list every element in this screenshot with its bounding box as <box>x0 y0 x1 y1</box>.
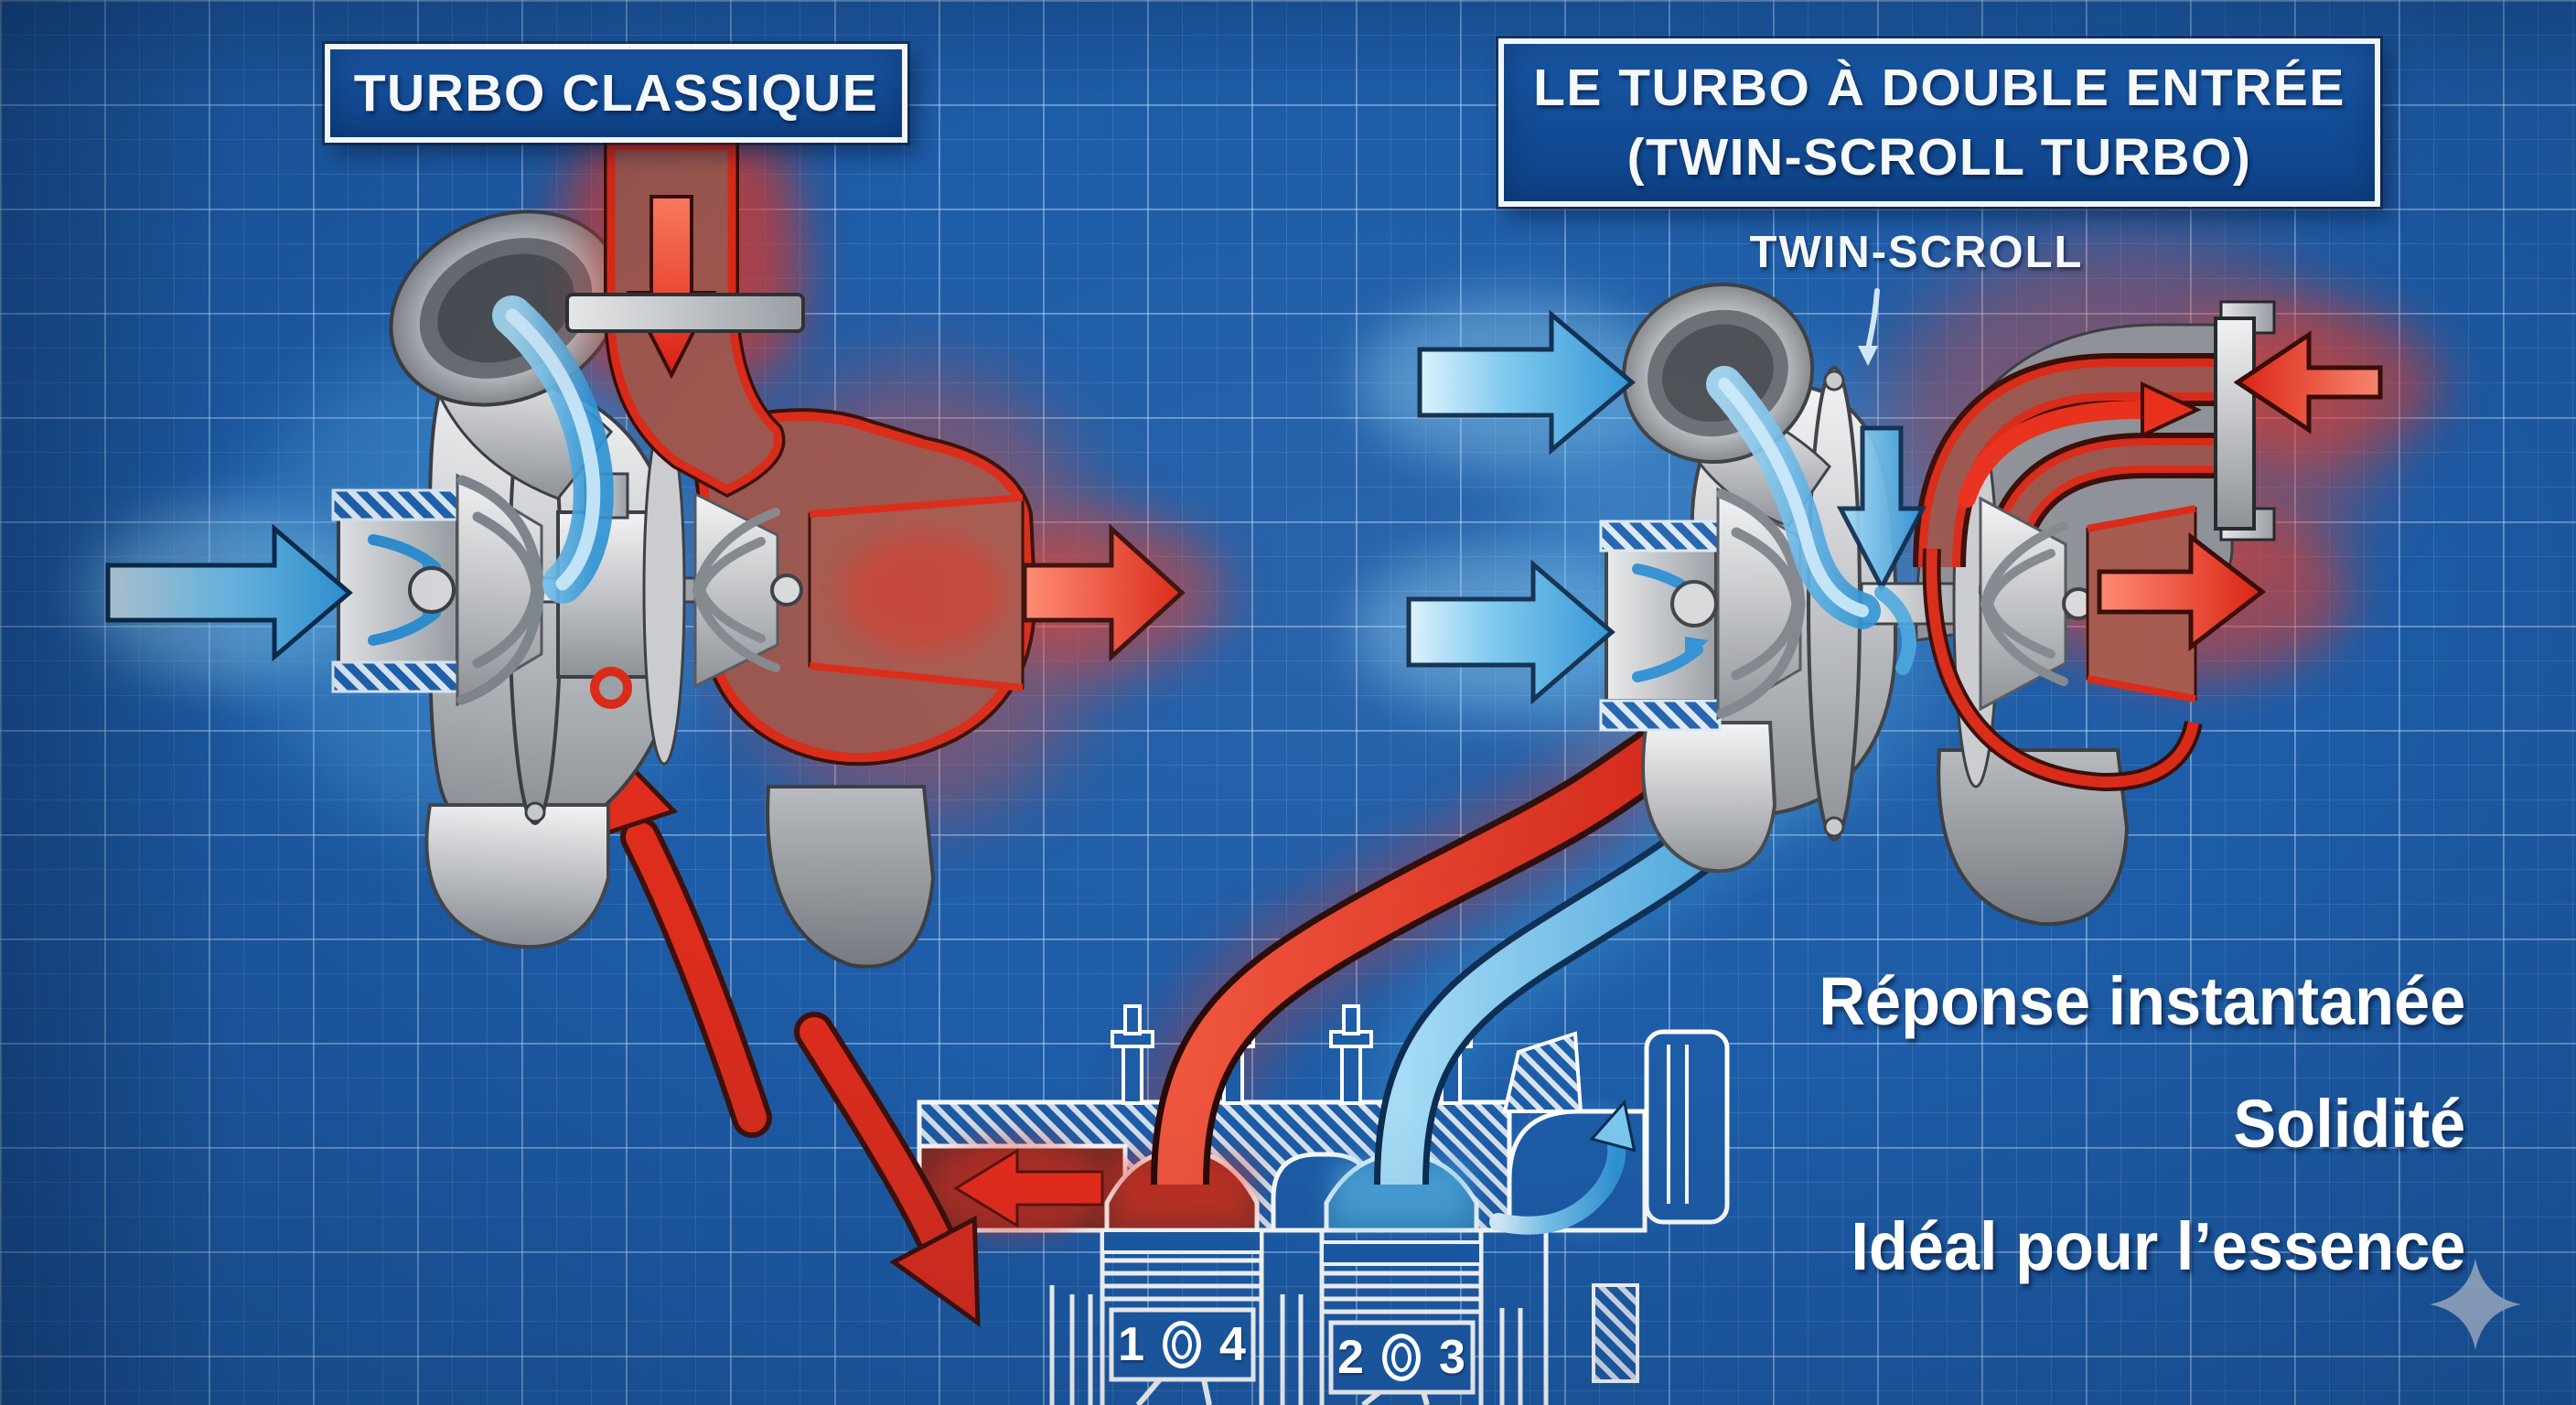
connecting-rod <box>1361 1389 1381 1405</box>
bolt-icon <box>1823 370 1845 391</box>
head-hatched-wedge <box>1502 1031 1583 1113</box>
wastegate-port <box>590 667 632 709</box>
inlet-flange-hatched <box>331 660 463 693</box>
turbine-wheel-blades <box>692 508 780 672</box>
compressor-volute-lobe <box>424 803 610 949</box>
classic-intake-arrow-icon <box>105 523 353 662</box>
turbine-scroll-wall <box>1926 548 2199 788</box>
twin-exhaust-outlet-arrow-icon <box>2097 531 2267 652</box>
manifold-flow-arrow-icon <box>953 1148 1104 1228</box>
compressor-wheel-blades <box>456 475 545 705</box>
twin-exhaust-return-arrow-icon <box>2233 330 2383 434</box>
block-hatched-wall <box>1592 1283 1639 1383</box>
twin-scroll-turbo <box>1406 283 2383 927</box>
turbine-shaft-nut <box>770 574 803 606</box>
piston-cyl-2-3 <box>1320 1240 1483 1405</box>
turbine-outlet-lobe <box>1937 748 2130 927</box>
connecting-rod <box>1135 1378 1163 1405</box>
classic-turbo <box>105 137 1186 969</box>
classic-turbo-to-manifold-arrow-icon <box>800 1017 950 1251</box>
classic-manifold-to-turbo-arrow-icon <box>626 822 767 1132</box>
turbine-wheel-blades <box>1980 521 2068 686</box>
intake-swirl-arrowhead-icon <box>1589 1099 1637 1153</box>
engine-cross-section <box>917 1004 1730 1405</box>
engine-crankcase-walls <box>1049 1198 1549 1405</box>
piston-cyl-1-4 <box>1100 1228 1263 1405</box>
piston-label-box <box>1109 1307 1256 1382</box>
classic-exhaust-outlet-arrow-icon <box>1022 523 1186 662</box>
bolt-icon <box>524 801 546 823</box>
connecting-rod <box>1201 1378 1212 1405</box>
twin-scroll-internal-flow-arrow-icon <box>1958 401 2150 508</box>
exhaust-inlet-flange <box>565 293 805 333</box>
inlet-flange-hatched <box>331 488 463 521</box>
compressor-shaft-nut <box>408 566 456 614</box>
turbine-outlet-lobe <box>766 785 936 969</box>
classic-exhaust-transfer-arrows <box>584 731 981 1328</box>
compressor-volute-lobe <box>1641 721 1777 874</box>
inlet-flange-hatched <box>1599 520 1722 552</box>
inlet-flange-hatched <box>1599 699 1722 732</box>
twin-intake-arrow-lower-icon <box>1406 559 1615 705</box>
twin-intake-arrow-upper-icon <box>1417 309 1636 456</box>
turbine-wheel <box>1979 496 2067 712</box>
bolt-icon <box>1823 816 1845 838</box>
intake-swirl-arrow-icon <box>1489 1130 1626 1235</box>
compressor-shaft-nut <box>1670 580 1718 627</box>
connecting-rod <box>1421 1391 1430 1405</box>
twin-scroll-divider-flow-arrow-icon <box>1836 425 1927 593</box>
compressor-wheel-blades <box>1716 488 1806 719</box>
sparkle-icon <box>2430 1259 2521 1350</box>
piston-label-box <box>1328 1320 1476 1395</box>
twin-scroll-pointer-arrow-icon <box>1858 288 1880 366</box>
manifold-flange-plate <box>2214 316 2256 531</box>
